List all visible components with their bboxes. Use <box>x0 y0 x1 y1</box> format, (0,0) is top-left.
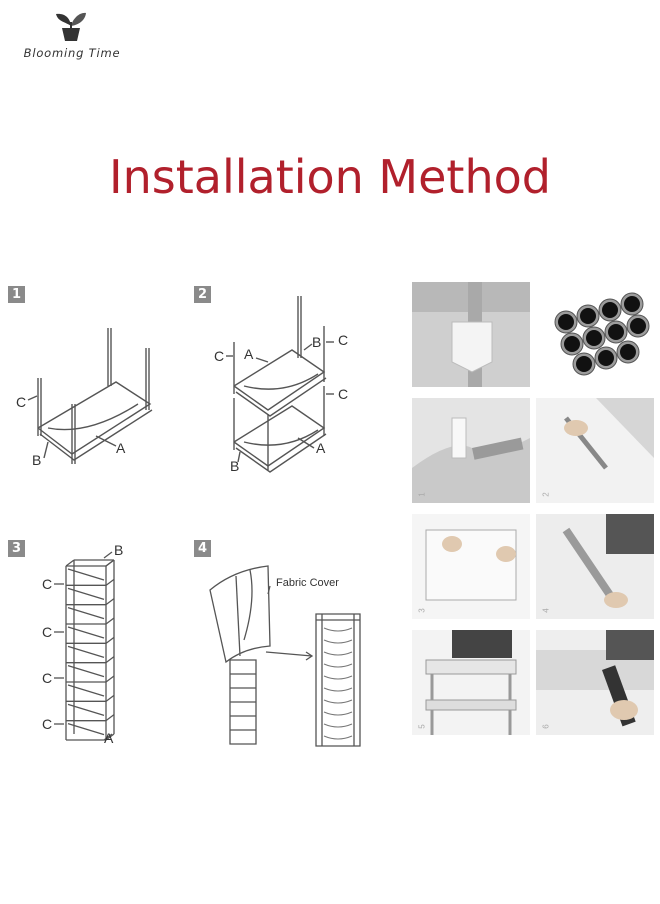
photo-image <box>412 398 530 503</box>
photo-image <box>412 630 530 735</box>
step-2-label-b-top: B <box>312 334 322 350</box>
step-2-label-a-bottom: A <box>316 440 326 456</box>
installation-photo: 4 <box>536 514 654 619</box>
installation-photo: 3 <box>412 514 530 619</box>
photo-step-number: 4 <box>541 608 551 613</box>
photo-image <box>536 282 654 387</box>
installation-photos: 1 2 3 4 5 6 <box>412 282 656 756</box>
step-1-label-a: A <box>116 440 126 456</box>
step-2-label-c-left: C <box>214 348 225 364</box>
installation-photo: 1 <box>412 398 530 503</box>
step-2-badge: 2 <box>194 286 211 303</box>
photo-image <box>536 514 654 619</box>
photo-step-number: 5 <box>417 724 427 729</box>
step-3-badge: 3 <box>8 540 25 557</box>
step-1-drawing <box>8 286 188 476</box>
photo-step-number: 6 <box>541 724 551 729</box>
step-4-diagram: 4 Fabric Cover <box>194 540 374 752</box>
installation-photo: 2 <box>536 398 654 503</box>
installation-photo <box>536 282 654 387</box>
photo-image <box>412 514 530 619</box>
step-3-label-b: B <box>114 542 124 558</box>
brand-logo: Blooming Time <box>6 8 138 62</box>
plant-pot-icon <box>56 12 86 41</box>
step-2-label-b-bottom: B <box>230 458 240 474</box>
step-3-label-c-3: C <box>42 670 53 686</box>
photo-step-number: 1 <box>417 492 427 497</box>
page-title: Installation Method <box>109 150 551 204</box>
step-3-label-c-2: C <box>42 624 53 640</box>
step-1-label-c: C <box>16 394 27 410</box>
installation-photo <box>412 282 530 387</box>
step-2-drawing <box>194 286 364 482</box>
step-3-label-a: A <box>104 730 114 746</box>
step-1-label-b: B <box>32 452 42 468</box>
installation-photo: 6 <box>536 630 654 735</box>
step-2-diagram: 2 C A B C C B A <box>194 286 364 482</box>
photo-step-number: 3 <box>417 608 427 613</box>
step-3-diagram: 3 B C C C C A <box>8 540 188 752</box>
step-2-label-c-right-top: C <box>338 332 349 348</box>
step-4-drawing <box>194 540 374 752</box>
step-4-label-fabric-cover: Fabric Cover <box>276 577 339 589</box>
photo-step-number: 2 <box>541 492 551 497</box>
step-2-label-c-right-mid: C <box>338 386 349 402</box>
step-4-badge: 4 <box>194 540 211 557</box>
step-3-label-c-4: C <box>42 716 53 732</box>
installation-photo: 5 <box>412 630 530 735</box>
step-2-label-a-top: A <box>244 346 254 362</box>
step-3-drawing <box>8 540 188 752</box>
photo-image <box>412 282 530 387</box>
photo-image <box>536 398 654 503</box>
brand-name: Blooming Time <box>23 46 121 60</box>
step-1-diagram: 1 C B A <box>8 286 188 476</box>
step-3-label-c-1: C <box>42 576 53 592</box>
photo-image <box>536 630 654 735</box>
step-1-badge: 1 <box>8 286 25 303</box>
